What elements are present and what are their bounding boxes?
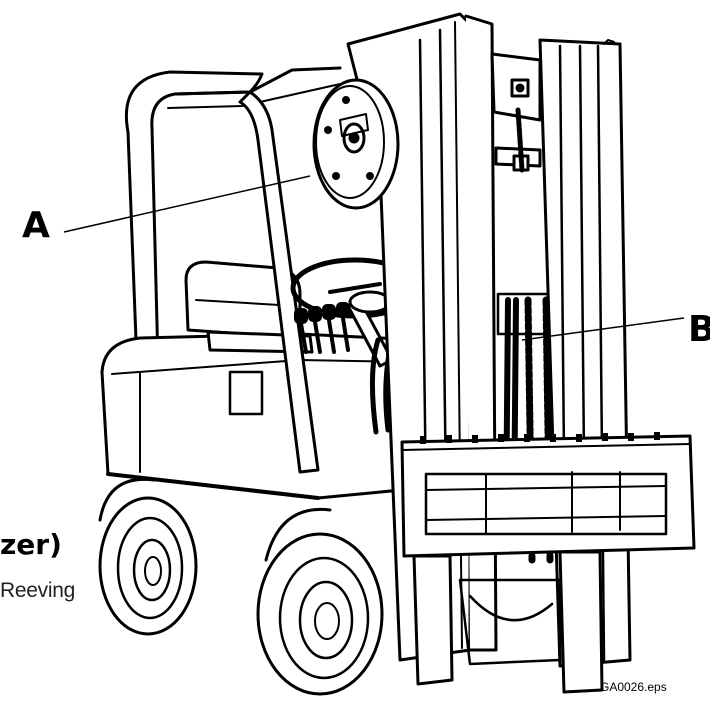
carriage-plate — [400, 434, 696, 558]
overhead-guard-top — [173, 66, 342, 96]
counterweight-body — [100, 332, 424, 500]
callout-label-a: A — [22, 205, 50, 246]
carriage-window — [424, 472, 668, 536]
fender-rear — [98, 477, 156, 522]
fender-front — [264, 507, 332, 562]
mast-base — [458, 578, 562, 666]
fork-right — [558, 550, 604, 694]
front-wheel — [256, 532, 384, 696]
callout-label-b: B — [688, 309, 710, 350]
caption-title-fragment: zer) — [0, 528, 62, 561]
mast-pulley-a — [312, 78, 400, 210]
hydraulic-hose-1 — [369, 337, 381, 435]
steering-spoke — [328, 282, 382, 294]
body-vent — [228, 370, 264, 416]
lift-chain-upper — [515, 107, 525, 173]
file-id-label: GA0026.eps — [600, 680, 667, 694]
leader-line-a — [63, 175, 311, 233]
overhead-guard-front-post — [238, 90, 320, 474]
leader-line-b — [521, 317, 685, 341]
hose-guide — [496, 292, 550, 336]
carriage-bolts — [420, 432, 660, 444]
overhead-guard-inner — [167, 83, 341, 109]
rear-wheel — [98, 496, 198, 636]
control-levers — [294, 302, 350, 354]
fork-left — [412, 554, 454, 686]
caption-subtitle-fragment: Reeving — [0, 579, 75, 602]
